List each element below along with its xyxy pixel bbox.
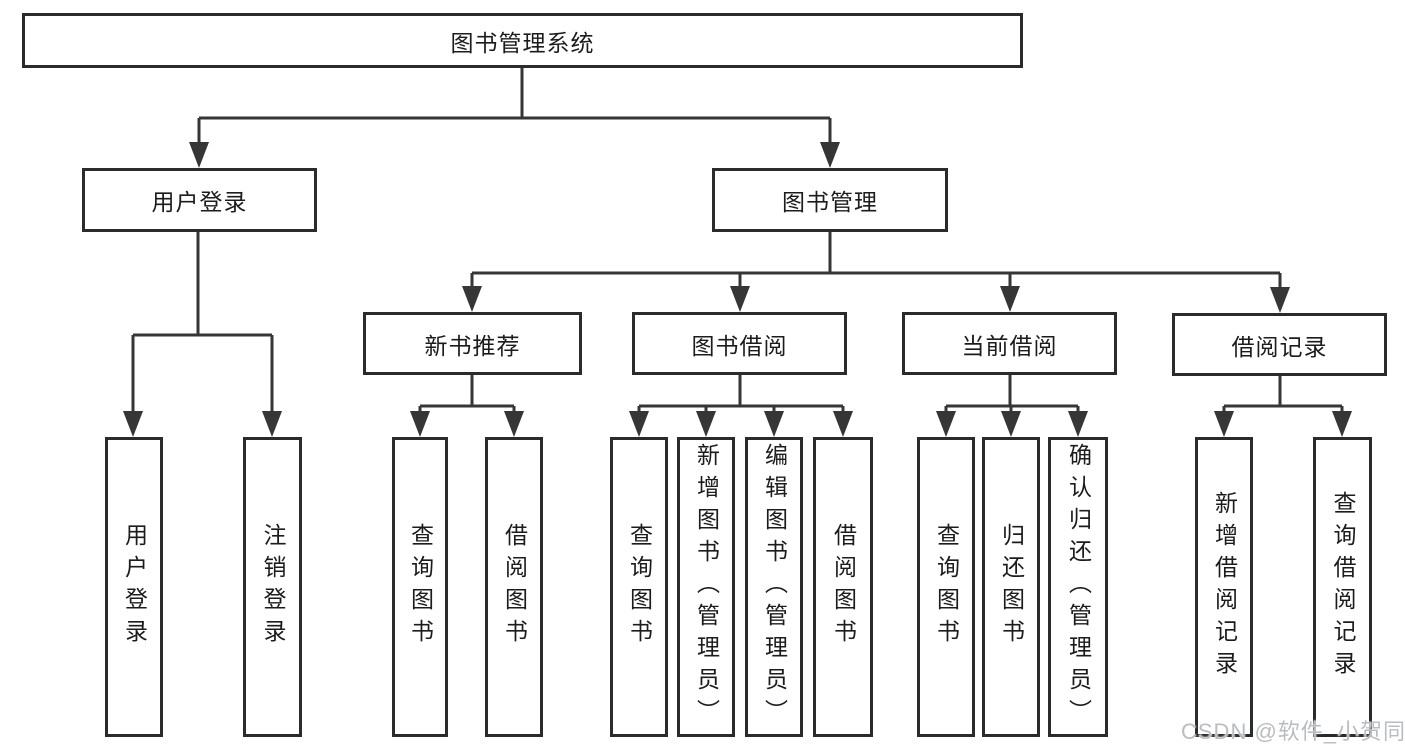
leaf-edit-book-admin: 编辑图书（管理员） [745,437,803,737]
leaf-confirm-return-admin-label: 确认归还（管理员） [1065,443,1092,731]
node-book-borrow: 图书借阅 [632,312,847,375]
connector-book-management [462,232,1290,313]
node-borrow-records-label: 借阅记录 [1231,333,1328,360]
leaf-add-book-admin-label: 新增图书（管理员） [693,443,720,731]
node-book-management-label: 图书管理 [782,189,878,215]
leaf-edit-book-admin-label: 编辑图书（管理员） [761,443,788,731]
leaf-user-login-label: 用户登录 [121,523,148,651]
leaf-current-query-book-label: 查询图书 [933,523,960,651]
node-current-borrow-label: 当前借阅 [961,332,1058,359]
node-root-label: 图书管理系统 [450,29,595,56]
leaf-newrec-query-book: 查询图书 [392,437,448,737]
node-new-book-recommend: 新书推荐 [363,312,582,375]
node-borrow-records: 借阅记录 [1172,313,1387,376]
leaf-current-query-book: 查询图书 [917,437,975,737]
leaf-add-borrow-record: 新增借阅记录 [1195,437,1253,737]
node-user-login-label: 用户登录 [151,189,248,215]
connector-current-borrow [936,375,1088,437]
connector-root [189,68,840,168]
node-root: 图书管理系统 [22,13,1023,68]
leaf-borrow-book: 借阅图书 [813,437,873,737]
node-user-login: 用户登录 [82,168,317,232]
connector-book-borrow [629,375,853,437]
leaf-logout-label: 注销登录 [260,523,286,651]
connector-user-login [123,232,282,437]
leaf-logout: 注销登录 [243,437,302,737]
leaf-return-book: 归还图书 [982,437,1040,737]
leaf-newrec-borrow-book: 借阅图书 [485,437,543,737]
leaf-confirm-return-admin: 确认归还（管理员） [1048,437,1108,737]
leaf-newrec-query-book-label: 查询图书 [407,523,434,651]
leaf-borrow-book-label: 借阅图书 [830,523,857,651]
connector-new-book [410,375,524,437]
node-book-management: 图书管理 [712,168,948,232]
leaf-return-book-label: 归还图书 [998,523,1025,651]
leaf-query-borrow-record: 查询借阅记录 [1313,437,1372,737]
node-current-borrow: 当前借阅 [902,312,1117,375]
leaf-borrow-query-book-label: 查询图书 [626,523,653,651]
leaf-add-borrow-record-label: 新增借阅记录 [1211,491,1238,683]
leaf-newrec-borrow-book-label: 借阅图书 [501,523,528,651]
leaf-add-book-admin: 新增图书（管理员） [677,437,735,737]
leaf-borrow-query-book: 查询图书 [610,437,668,737]
leaf-query-borrow-record-label: 查询借阅记录 [1330,491,1356,683]
connector-borrow-records [1214,376,1352,437]
node-book-borrow-label: 图书借阅 [691,332,788,359]
node-new-book-recommend-label: 新书推荐 [424,332,521,359]
leaf-user-login: 用户登录 [105,437,163,737]
csdn-watermark: CSDN @软件_小贺同学 [1181,719,1405,744]
